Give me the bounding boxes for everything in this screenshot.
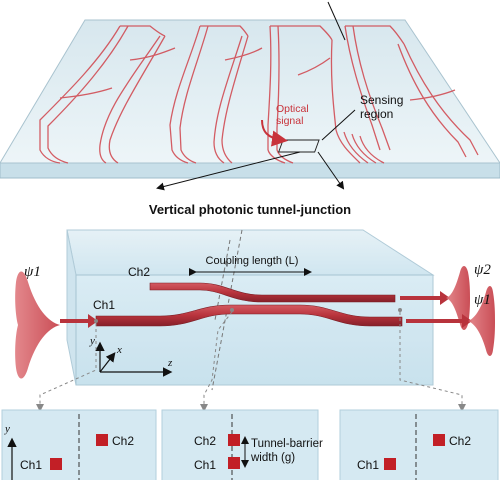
waveguide-ch1 <box>95 304 403 327</box>
psi1-out-label: ψ1 <box>474 292 491 308</box>
left-ch2-label: Ch2 <box>112 434 134 448</box>
axis-x-label: x <box>116 344 122 356</box>
middle-ch2-label: Ch2 <box>194 434 216 448</box>
left-axis-y-label: y <box>4 423 10 435</box>
left-ch1-label: Ch1 <box>20 458 42 472</box>
left-ch1-square <box>50 458 62 470</box>
ch2-label: Ch2 <box>128 265 150 279</box>
coupling-length-label: Coupling length (L) <box>206 255 299 267</box>
junction-axes <box>95 341 173 377</box>
psi1-in-label: ψ1 <box>24 264 41 280</box>
sensing-region-leader <box>321 109 356 141</box>
cross-section-right <box>339 409 499 480</box>
section-arrows <box>36 311 466 412</box>
cross-section-middle <box>161 409 319 480</box>
top-leader-line <box>327 1 346 41</box>
chip-waveguide-network <box>39 25 479 164</box>
right-ch1-label: Ch1 <box>357 458 379 472</box>
middle-ch1-square <box>228 457 240 469</box>
right-ch1-square <box>384 458 396 470</box>
chip-slab <box>0 19 500 179</box>
input-pulse-psi1 <box>15 271 98 379</box>
output-pulse-psi2 <box>400 266 470 330</box>
waveguide-ch2 <box>149 282 396 303</box>
right-ch2-square <box>433 434 445 446</box>
psi2-out-label: ψ2 <box>474 262 491 278</box>
ch1-label: Ch1 <box>93 298 115 312</box>
section-dashed-lines <box>211 229 243 391</box>
junction-box <box>66 229 435 386</box>
zoom-lines <box>156 151 345 191</box>
middle-ch2-square <box>228 434 240 446</box>
section-markers <box>94 308 402 323</box>
left-ch2-square <box>96 434 108 446</box>
output-pulse-psi1 <box>406 286 495 356</box>
cross-section-left <box>1 409 157 480</box>
junction-title: Vertical photonic tunnel-junction <box>149 202 351 217</box>
right-ch2-label: Ch2 <box>449 434 471 448</box>
axis-z-label: z <box>167 357 173 369</box>
middle-ch1-label: Ch1 <box>194 458 216 472</box>
axis-y-label: y <box>89 335 95 347</box>
optical-signal-arrow <box>261 119 288 147</box>
